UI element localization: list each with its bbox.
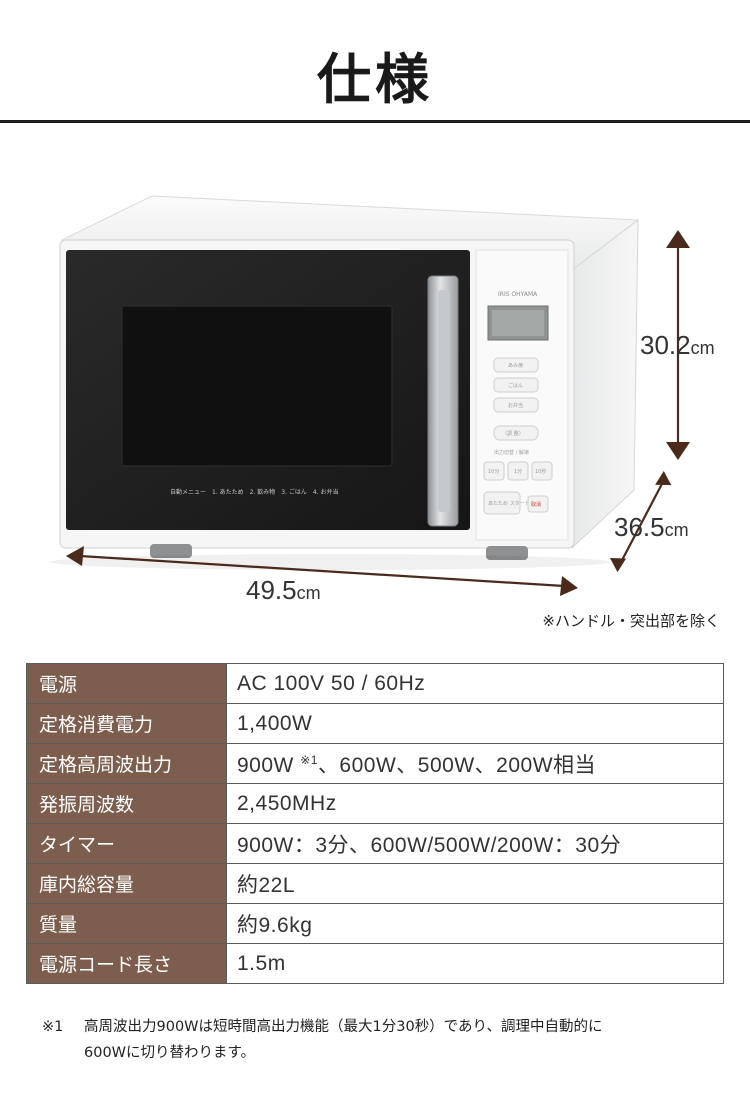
table-row: 発振周波数 2,450MHz [26,783,724,824]
footnote: ※1 高周波出力900Wは短時間高出力機能（最大1分30秒）であり、調理中自動的に… [42,1014,722,1066]
svg-text:出力切替 / 解凍: 出力切替 / 解凍 [494,449,529,456]
panel-button [493,425,539,441]
microwave-illustration: 自動メニュー 1. あたため 2. 飲み物 3. ごはん 4. お弁当 IRIS… [50,195,690,596]
cancel-button-panel [527,495,549,513]
start-button [483,491,521,515]
panel-button [483,461,505,481]
height-label: 30.2cm [640,330,715,360]
footnote-mark: ※1 [42,1019,64,1035]
table-row: 定格高周波出力 900W ※1、600W、500W、200W相当 [26,743,724,784]
spec-key: 質量 [26,903,227,944]
depth-label: 36.5cm [614,512,689,542]
table-row: 電源コード長さ 1.5m [26,943,724,984]
panel-button [507,461,529,481]
page-title: 仕様 [317,48,433,111]
foot [486,546,528,560]
spec-value: 約22L [226,863,724,904]
panel-button [493,397,539,413]
spec-value: 900W：3分、600W/500W/200W：30分 [226,823,724,864]
spec-value: 900W ※1、600W、500W、200W相当 [226,743,724,784]
svg-text:ごはん: ごはん [508,382,523,389]
product-figure: 自動メニュー 1. あたため 2. 飲み物 3. ごはん 4. お弁当 IRIS… [0,150,750,650]
foot [150,544,192,558]
table-row: 質量 約9.6kg [26,903,724,944]
height-arrow [666,230,690,460]
svg-text:あみ焼: あみ焼 [508,362,523,369]
footnote-line: 高周波出力900Wは短時間高出力機能（最大1分30秒）であり、調理中自動的に [84,1019,603,1035]
spec-value: AC 100V 50 / 60Hz [226,663,724,704]
panel-button [493,357,539,373]
dimension-note: ※ハンドル・突出部を除く [542,612,720,630]
spec-value: 2,450MHz [226,783,724,824]
footnote-ref: ※1 [300,752,318,767]
table-row: タイマー 900W：3分、600W/500W/200W：30分 [26,823,724,864]
table-row: 電源 AC 100V 50 / 60Hz [26,663,724,704]
spec-key: タイマー [26,823,227,864]
svg-text:1分: 1分 [514,468,522,475]
microwave-side [571,218,639,550]
width-arrow [66,546,578,596]
spec-value: 1,400W [226,703,724,744]
title-underline [0,120,750,123]
table-row: 定格消費電力 1,400W [26,703,724,744]
panel-button [531,461,553,481]
svg-text:取消: 取消 [531,501,541,508]
spec-value: 約9.6kg [226,903,724,944]
svg-text:あたため スタート: あたため スタート [488,500,530,507]
depth-arrow [610,471,672,573]
spec-key: 電源コード長さ [26,943,227,984]
width-label: 49.5cm [246,575,321,605]
svg-text:10分: 10分 [488,468,499,475]
spec-key: 電源 [26,663,227,704]
panel-buttons: あみ焼 ごはん お弁当 〈調 整〉 出力切替 / 解凍 10分 1分 10秒 あ… [483,357,553,515]
brand-logo: IRIS OHYAMA [498,291,538,298]
spec-key: 定格高周波出力 [26,743,227,784]
spec-key: 庫内総容量 [26,863,227,904]
spec-key: 発振周波数 [26,783,227,824]
door-window [121,305,393,467]
auto-menu-text: 自動メニュー 1. あたため 2. 飲み物 3. ごはん 4. お弁当 [170,488,339,496]
spec-key: 定格消費電力 [26,703,227,744]
spec-table: 電源 AC 100V 50 / 60Hz 定格消費電力 1,400W 定格高周波… [26,663,724,984]
table-row: 庫内総容量 約22L [26,863,724,904]
svg-text:10秒: 10秒 [535,468,546,475]
svg-text:〈調 整〉: 〈調 整〉 [502,430,524,437]
svg-text:お弁当: お弁当 [508,402,523,409]
panel-button [493,377,539,393]
footnote-line: 600Wに切り替わります。 [84,1045,256,1061]
spec-value: 1.5m [226,943,724,984]
